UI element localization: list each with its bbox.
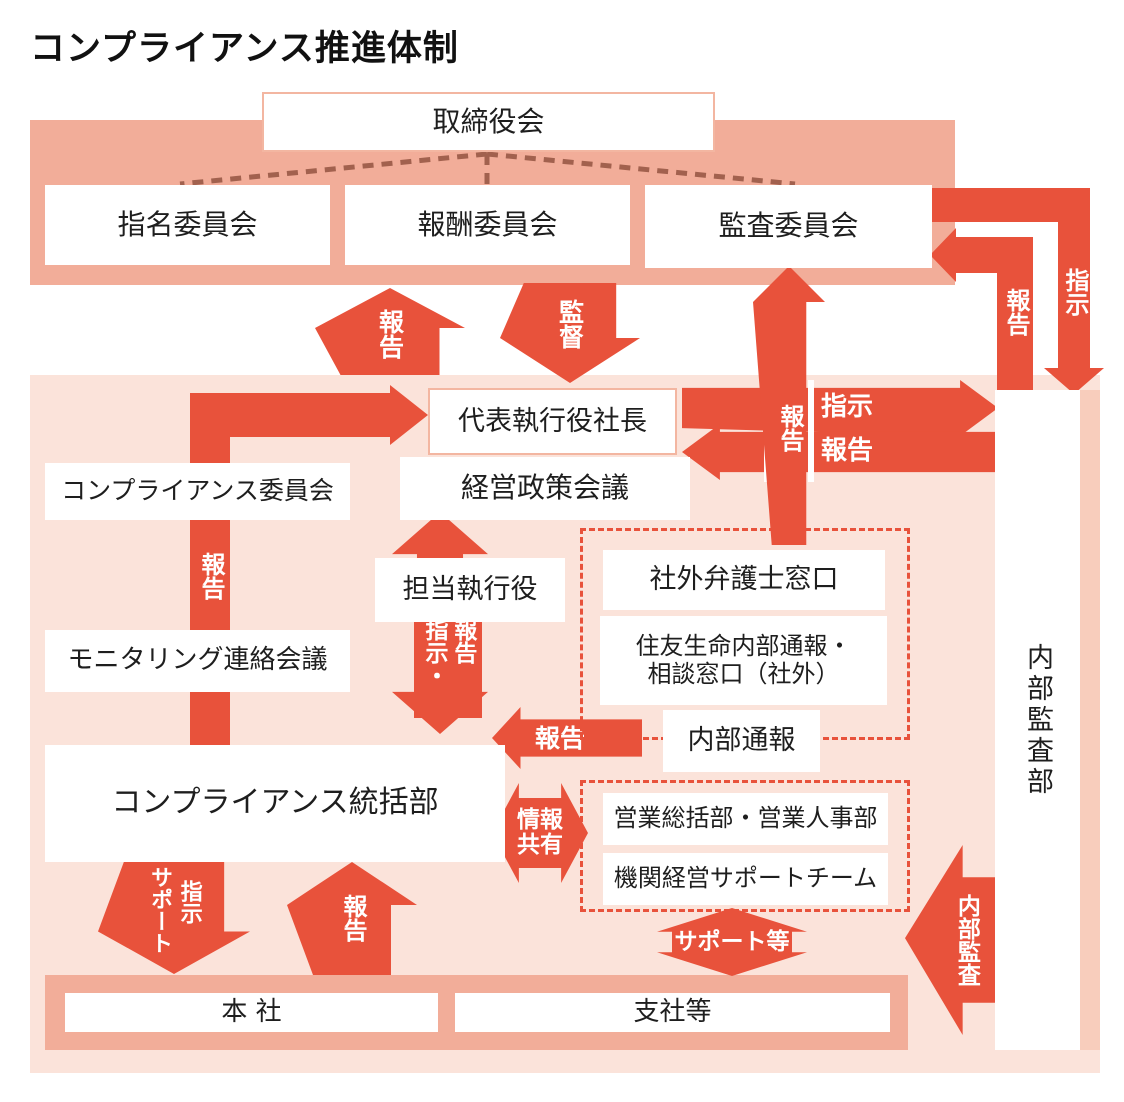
arrow-report-up-label: 報告: [375, 309, 405, 359]
box-outside-lawyer: 社外弁護士窓口: [603, 550, 885, 610]
arrow-support-instruct-label: サポート 指示: [128, 866, 220, 970]
instruct-column-2: 指示: [176, 880, 202, 924]
box-policy-meeting: 経営政策会議: [400, 457, 690, 520]
box-president: 代表執行役社長: [428, 388, 677, 455]
box-audit-committee: 監査委員会: [645, 185, 932, 268]
box-monitoring-meeting: モニタリング連絡会議: [45, 630, 350, 692]
sales-dashed-box: [580, 780, 910, 912]
instruct-column: 指示・: [421, 618, 447, 687]
support-column: サポート: [147, 866, 172, 954]
box-branches: 支社等: [455, 993, 890, 1032]
box-internal-audit-dept: 内部監査部: [995, 390, 1080, 1050]
arrow-report-audit-h: [955, 237, 999, 273]
arrow-report-honsha-label: 報告: [338, 894, 367, 942]
box-internal-report: 内部通報: [663, 710, 820, 772]
arrow-report-auditdept-to-president: [682, 424, 998, 480]
box-nomination-committee: 指名委員会: [45, 185, 330, 265]
page-title: コンプライアンス推進体制: [30, 29, 459, 69]
arrow-report-lawyer-label: 報告: [775, 404, 804, 452]
box-compliance-hq: コンプライアンス統括部: [45, 745, 505, 862]
audit-dept-right-strip: [1080, 390, 1100, 1050]
arrow-report-internalreport-label: 報告: [534, 723, 585, 753]
arrow-instruct-audit-v: [1058, 188, 1090, 368]
box-compliance-committee: コンプライアンス委員会: [45, 463, 350, 520]
arrow-report-hq-horizontal: [190, 393, 390, 437]
box-sales-depts: 営業総括部・営業人事部: [603, 793, 888, 845]
arrow-instruct-audit-label: 指示: [1060, 268, 1089, 316]
box-board-of-directors: 取締役会: [262, 92, 715, 152]
box-sumitomo-hotline: 住友生命内部通報・ 相談窓口（社外）: [600, 616, 887, 705]
arrow-report-audit-label: 報告: [1001, 288, 1030, 336]
box-head-office: 本 社: [65, 993, 438, 1032]
box-executive-officer: 担当執行役: [375, 558, 565, 622]
arrow-internal-audit-label: 内部監査: [953, 894, 980, 986]
arrow-supervise-label: 監督: [555, 299, 585, 349]
arrow-report-hq-label: 報告: [196, 552, 225, 600]
report-column: 報告: [449, 618, 476, 664]
arrow-support-etc-label: サポート等: [674, 928, 790, 955]
arrow-report-audit-v: [997, 237, 1033, 390]
box-compensation-committee: 報酬委員会: [345, 185, 630, 265]
arrow-info-share-label: 情報 共有: [517, 807, 563, 858]
arrow-instruct-president-to-auditdept: [682, 380, 998, 436]
box-agency-team: 機関経営サポートチーム: [603, 853, 888, 905]
arrow-instruct-report-label: 指示・ 報告: [414, 618, 482, 718]
arrow-report-h-label: 報告: [820, 435, 873, 466]
arrow-instruct-label: 指示: [820, 391, 873, 422]
